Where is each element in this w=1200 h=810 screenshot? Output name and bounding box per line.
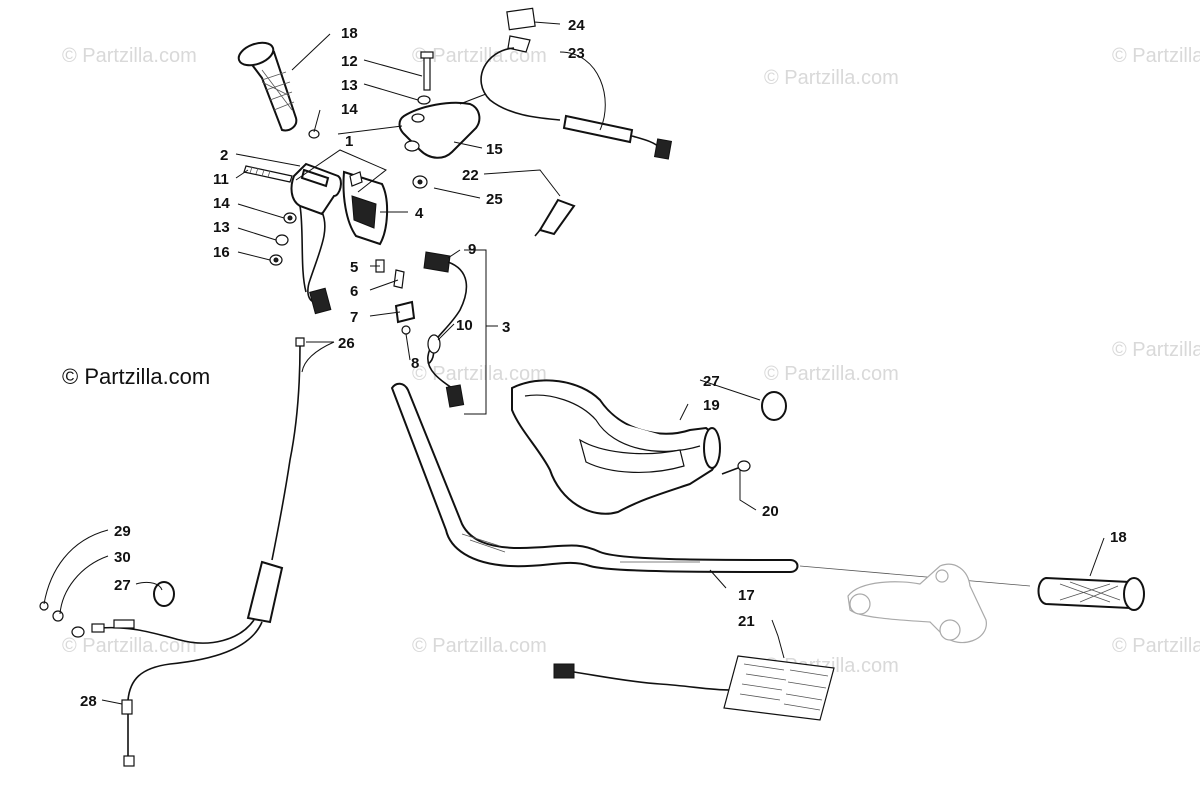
watermark: © Partzilla.com — [764, 363, 899, 385]
callout-24: 24 — [568, 17, 585, 34]
callout-17: 17 — [738, 587, 755, 604]
switch-housing — [290, 162, 389, 315]
callout-23: 23 — [568, 45, 585, 62]
handlebar-pad — [511, 379, 721, 515]
callout-18: 18 — [1110, 529, 1127, 546]
throttle-cable — [71, 337, 305, 767]
callout-12: 12 — [341, 53, 358, 70]
pin-22 — [534, 198, 576, 237]
watermark-group: © Partzilla.com © Partzilla.com © Partzi… — [62, 45, 1200, 677]
callout-9: 9 — [468, 241, 476, 258]
handlebar — [390, 382, 1031, 587]
callout-6: 6 — [350, 283, 358, 300]
mount-bracket — [398, 93, 487, 159]
watermark: © Partzilla.com — [412, 45, 547, 67]
callout-7: 7 — [350, 309, 358, 326]
callout-4: 4 — [415, 205, 424, 222]
callout-26: 26 — [338, 335, 355, 352]
watermark: © Partzilla.com — [1112, 45, 1200, 67]
nut-25 — [412, 175, 428, 189]
callout-15: 15 — [486, 141, 503, 158]
clips — [39, 391, 787, 622]
washers-left — [269, 212, 297, 266]
bolt-11 — [243, 165, 293, 183]
callout-25: 25 — [486, 191, 503, 208]
grip-right — [1037, 576, 1145, 611]
callout-30: 30 — [114, 549, 131, 566]
callout-8: 8 — [411, 355, 419, 372]
callout-1: 1 — [345, 133, 353, 150]
callout-13: 13 — [341, 77, 358, 94]
throttle-housing-ghost — [847, 563, 987, 644]
callout-27: 27 — [703, 373, 720, 390]
bolt-12 — [308, 51, 434, 139]
callouts: 18 12 13 14 1 2 11 14 13 16 15 22 25 4 2… — [80, 17, 1127, 710]
callout-14: 14 — [341, 101, 358, 118]
watermark: © Partzilla.com — [62, 45, 197, 67]
callout-29: 29 — [114, 523, 131, 540]
watermark: © Partzilla.com — [764, 67, 899, 89]
heater-element — [553, 655, 835, 721]
callout-14: 14 — [213, 195, 230, 212]
watermark: © Partzilla.com — [412, 363, 547, 385]
watermark: © Partzilla.com — [62, 635, 197, 657]
callout-27: 27 — [114, 577, 131, 594]
watermark: © Partzilla.com — [412, 635, 547, 657]
callout-19: 19 — [703, 397, 720, 414]
callout-11: 11 — [213, 171, 229, 188]
screw-20 — [721, 460, 751, 475]
leader-lines — [43, 21, 1105, 705]
watermark: © Partzilla.com — [1112, 635, 1200, 657]
callout-28: 28 — [80, 693, 97, 710]
callout-21: 21 — [738, 613, 755, 630]
callout-5: 5 — [350, 259, 358, 276]
watermark: © Partzilla.com — [1112, 339, 1200, 361]
grip-left — [237, 41, 298, 132]
callout-16: 16 — [213, 244, 230, 261]
callout-13: 13 — [213, 219, 230, 236]
wire-harness-23 — [480, 7, 673, 160]
callout-18: 18 — [341, 25, 358, 42]
callout-20: 20 — [762, 503, 779, 520]
callout-22: 22 — [462, 167, 479, 184]
callout-10: 10 — [456, 317, 473, 334]
callout-2: 2 — [220, 147, 228, 164]
partzilla-watermark: © Partzilla.com — [62, 364, 210, 389]
callout-3: 3 — [502, 319, 510, 336]
